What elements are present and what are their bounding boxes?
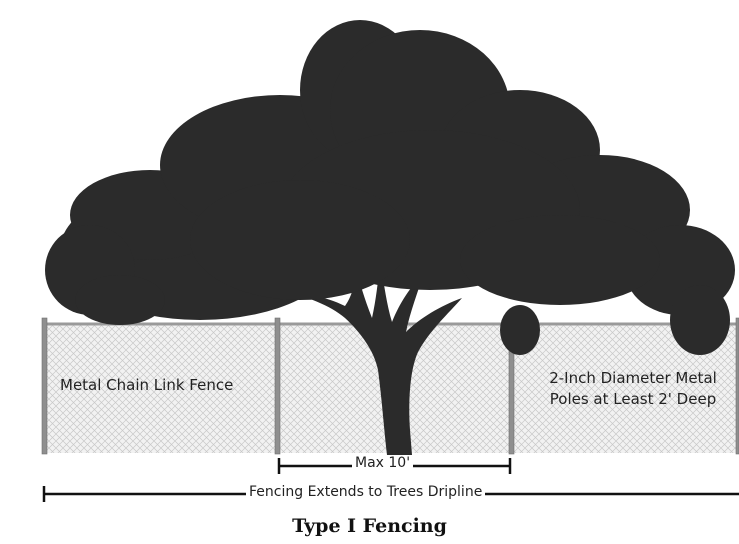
fence-posts: [41, 317, 739, 455]
fence-post: [735, 317, 739, 455]
fence-label: Metal Chain Link Fence: [60, 376, 234, 394]
diagram-caption: Type I Fencing: [292, 515, 447, 537]
max-distance-label: Max 10': [352, 455, 414, 471]
poles-label: 2-Inch Diameter Metal Poles at Least 2' …: [549, 369, 717, 408]
dripline-label: Fencing Extends to Trees Dripline: [246, 484, 486, 500]
fence-post: [41, 317, 48, 455]
fence-post: [274, 317, 281, 455]
tree-silhouette: [45, 20, 735, 455]
